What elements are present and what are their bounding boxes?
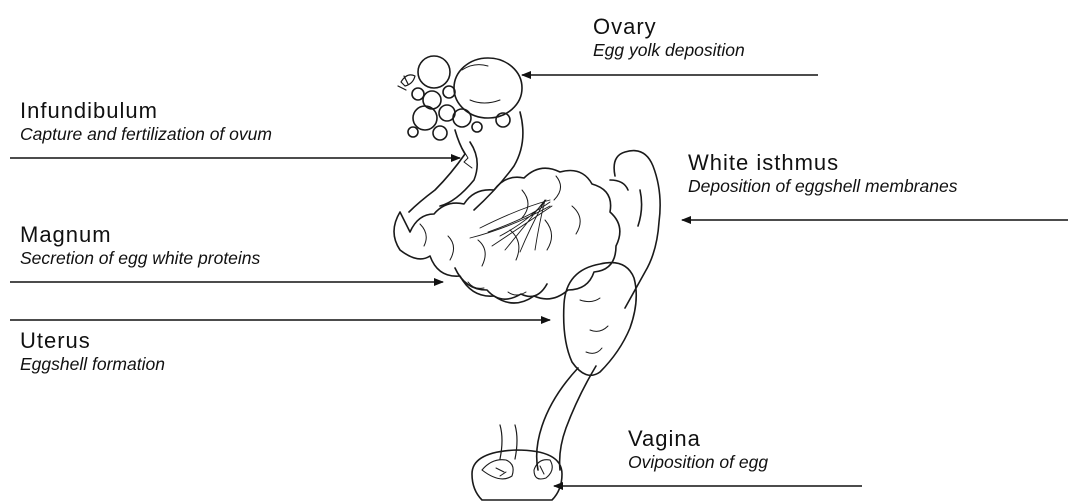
- cloaca-drawing: [472, 450, 562, 500]
- white-isthmus-name: White isthmus: [688, 150, 957, 176]
- magnum-drawing: [394, 168, 620, 303]
- vagina-label: Vagina Oviposition of egg: [628, 426, 768, 473]
- white-isthmus-function: Deposition of eggshell membranes: [688, 176, 957, 197]
- white-isthmus-label: White isthmus Deposition of eggshell mem…: [688, 150, 957, 197]
- infundibulum-label: Infundibulum Capture and fertilization o…: [20, 98, 272, 145]
- magnum-name: Magnum: [20, 222, 260, 248]
- infundibulum-name: Infundibulum: [20, 98, 272, 124]
- ovary-function: Egg yolk deposition: [593, 40, 745, 61]
- ovary-drawing: [398, 56, 522, 140]
- oviduct-illustration: [394, 56, 660, 500]
- magnum-function: Secretion of egg white proteins: [20, 248, 260, 269]
- infundibulum-function: Capture and fertilization of ovum: [20, 124, 272, 145]
- magnum-label: Magnum Secretion of egg white proteins: [20, 222, 260, 269]
- uterus-label: Uterus Eggshell formation: [20, 328, 165, 375]
- uterus-function: Eggshell formation: [20, 354, 165, 375]
- uterus-drawing: [564, 263, 637, 376]
- ovary-name: Ovary: [593, 14, 745, 40]
- ovary-label: Ovary Egg yolk deposition: [593, 14, 745, 61]
- vagina-function: Oviposition of egg: [628, 452, 768, 473]
- uterus-name: Uterus: [20, 328, 165, 354]
- vagina-name: Vagina: [628, 426, 768, 452]
